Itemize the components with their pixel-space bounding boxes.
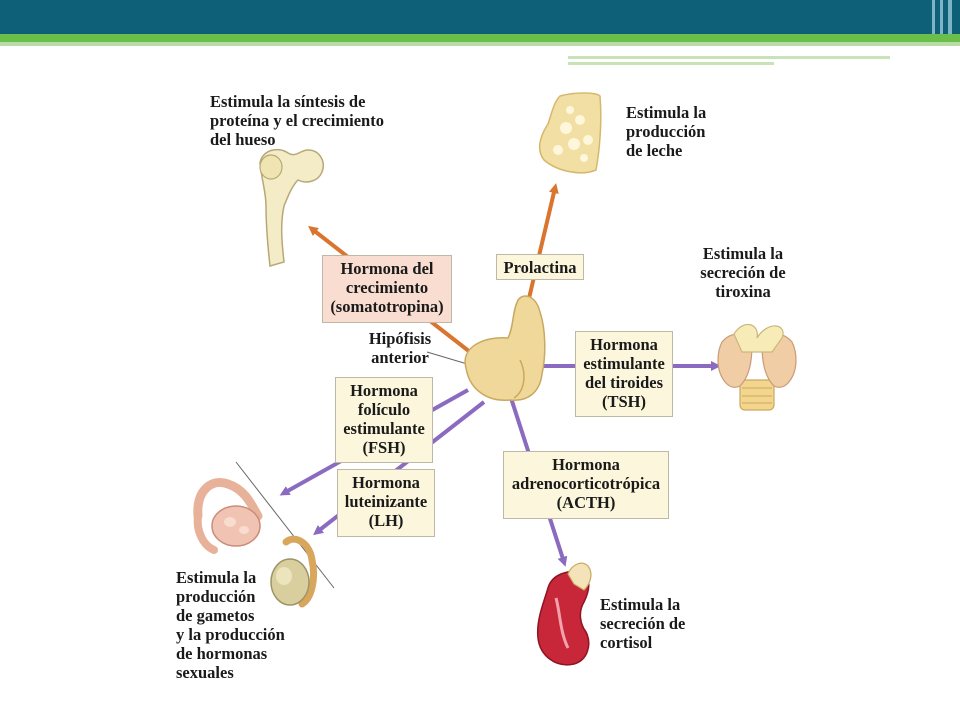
hormone-line: Hormona: [352, 473, 420, 492]
hormone-line: adrenocorticotrópica: [511, 474, 661, 493]
effect-line: producción: [626, 122, 706, 141]
pituitary-label-line: anterior: [371, 348, 429, 367]
hormone-line: (somatotropina): [330, 297, 444, 316]
effect-line: producción: [176, 587, 256, 606]
pituitary-icon: [464, 295, 546, 401]
hormone-box-acth: Hormona adrenocorticotrópica (ACTH): [503, 451, 669, 519]
effect-label-acth: Estimula la secreción de cortisol: [600, 595, 720, 652]
breast-icon: [538, 92, 602, 174]
hormone-line: (FSH): [362, 438, 406, 457]
adrenal-kidney-icon: [536, 562, 592, 666]
effect-line: de hormonas: [176, 644, 268, 663]
hormone-line: Prolactina: [503, 258, 577, 277]
effect-line: cortisol: [600, 633, 653, 652]
hormone-line: Hormona: [552, 455, 620, 474]
pituitary-label: Hipófisis anterior: [360, 329, 440, 367]
header-edge-line: [932, 0, 935, 34]
effect-line: Estimula la: [176, 568, 257, 587]
effect-line: secreción de: [600, 614, 686, 633]
accent-stripe-green: [0, 34, 960, 42]
effect-line: sexuales: [176, 663, 234, 682]
testis-icon: [270, 535, 318, 608]
effect-line: de leche: [626, 141, 683, 160]
effect-label-gh: Estimula la síntesis de proteína y el cr…: [210, 92, 440, 149]
accent-stripe-light: [0, 42, 960, 46]
effect-line: Estimula la: [626, 103, 707, 122]
effect-label-tsh: Estimula la secreción de tiroxina: [678, 244, 808, 301]
accent-stripe-light-short: [568, 62, 774, 65]
hormone-line: estimulante: [583, 354, 665, 373]
hormone-line: folículo: [357, 400, 411, 419]
hormone-line: (ACTH): [556, 493, 616, 512]
header-bar: [0, 0, 960, 34]
hormone-line: del tiroides: [584, 373, 664, 392]
effect-line: Estimula la: [702, 244, 784, 263]
hormone-box-prolactin: Prolactina: [496, 254, 584, 280]
bone-icon: [259, 148, 324, 267]
hormone-line: (TSH): [601, 392, 646, 411]
hormone-box-lh: Hormona luteinizante (LH): [337, 469, 435, 537]
effect-line: Estimula la: [600, 595, 681, 614]
hormone-line: (LH): [368, 511, 404, 530]
effect-line: del hueso: [210, 130, 276, 149]
effect-line: de gametos: [176, 606, 255, 625]
hormone-line: Hormona del: [340, 259, 434, 278]
hormone-box-tsh: Hormona estimulante del tiroides (TSH): [575, 331, 673, 417]
pituitary-label-line: Hipófisis: [368, 329, 432, 348]
effect-line: secreción de: [700, 263, 786, 282]
effect-label-gonads: Estimula la producción de gametos y la p…: [176, 568, 316, 682]
effect-line: proteína y el crecimiento: [210, 111, 384, 130]
hormone-box-gh: Hormona del crecimiento (somatotropina): [322, 255, 452, 323]
hormone-line: Hormona: [350, 381, 418, 400]
ovary-icon: [193, 478, 263, 554]
effect-line: tiroxina: [715, 282, 771, 301]
effect-label-prolactin: Estimula la producción de leche: [626, 103, 746, 160]
hormone-line: Hormona: [590, 335, 658, 354]
hormone-line: estimulante: [343, 419, 425, 438]
effect-line: Estimula la síntesis de: [210, 92, 366, 111]
hormone-line: luteinizante: [344, 492, 428, 511]
hormone-box-fsh: Hormona folículo estimulante (FSH): [335, 377, 433, 463]
header-edge-line: [948, 0, 952, 34]
header-edge-line: [940, 0, 943, 34]
hormone-line: crecimiento: [345, 278, 429, 297]
gonads-divider-line: [235, 461, 335, 589]
thyroid-icon: [717, 323, 797, 411]
effect-line: y la producción: [176, 625, 285, 644]
accent-stripe-light-short: [568, 56, 890, 59]
